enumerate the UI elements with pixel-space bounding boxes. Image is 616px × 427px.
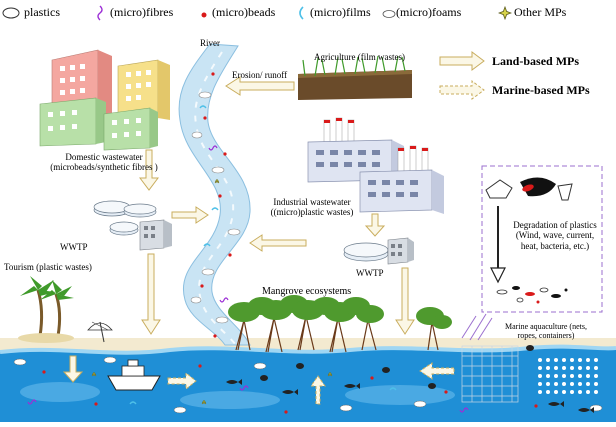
palm-tree-icon bbox=[18, 276, 74, 343]
label-industrial: Industrial wastewater ((micro)plastic wa… bbox=[252, 197, 372, 218]
wwtp-icon bbox=[93, 200, 172, 251]
mangrove-icon bbox=[228, 295, 452, 353]
legend-films: (micro)films bbox=[310, 5, 371, 19]
marine-arrows bbox=[167, 80, 485, 405]
water-patch bbox=[20, 382, 100, 402]
label-wwtp-left: WWTP bbox=[60, 242, 88, 252]
umbrella-icon bbox=[87, 321, 113, 343]
key-land-based: Land-based MPs bbox=[492, 54, 580, 68]
key-marine-based: Marine-based MPs bbox=[492, 83, 590, 97]
label-aquaculture-line2: ropes, containers) bbox=[517, 331, 575, 341]
label-industrial-line2: ((micro)plastic wastes) bbox=[270, 207, 354, 218]
sea bbox=[0, 346, 616, 422]
star-icon bbox=[498, 6, 512, 20]
degradation-items bbox=[485, 177, 573, 304]
legend-foams: (micro)foams bbox=[396, 5, 462, 19]
label-aquaculture-line1: Marine aquaculture (nets, bbox=[505, 322, 587, 331]
label-degradation-line3: heat, bacteria, etc.) bbox=[520, 240, 590, 251]
boat-icon bbox=[107, 359, 161, 391]
aquaculture-links bbox=[461, 313, 493, 341]
label-tourism: Tourism (plastic wastes) bbox=[4, 262, 92, 272]
label-wwtp-right: WWTP bbox=[356, 268, 384, 278]
fish-icon bbox=[226, 379, 594, 413]
legend-plastics: plastics bbox=[24, 5, 60, 19]
label-mangrove: Mangrove ecosystems bbox=[262, 286, 352, 297]
foam-icon bbox=[382, 10, 396, 18]
river bbox=[178, 43, 251, 346]
label-degradation-line2: (Wind, wave, current, bbox=[515, 230, 595, 241]
plastic-icon bbox=[2, 7, 20, 19]
buoy-grid bbox=[538, 358, 598, 394]
label-agriculture: Agriculture (film wastes) bbox=[314, 52, 405, 62]
label-degradation: Degradation of plastics (Wind, wave, cur… bbox=[508, 220, 602, 251]
sea-foam bbox=[0, 344, 616, 355]
label-industrial-line1: Industrial wastewater bbox=[273, 197, 351, 207]
wwtp-icon bbox=[343, 237, 414, 265]
river-current bbox=[194, 51, 237, 346]
water-patch bbox=[345, 385, 455, 405]
legend-beads: (micro)beads bbox=[212, 5, 276, 19]
bead-icon bbox=[201, 12, 207, 18]
water-patch bbox=[180, 391, 280, 409]
label-aquaculture: Marine aquaculture (nets, ropes, contain… bbox=[486, 322, 606, 340]
label-domestic-line2: (microbeads/synthetic fibres ) bbox=[50, 162, 158, 173]
label-domestic-line1: Domestic wastewater bbox=[65, 152, 143, 162]
factory-icon bbox=[307, 117, 444, 214]
sea-debris bbox=[13, 356, 603, 414]
label-degradation-line1: Degradation of plastics bbox=[513, 220, 597, 230]
label-erosion: Erosion/ runoff bbox=[232, 70, 288, 80]
fibre-icon bbox=[97, 5, 103, 21]
label-domestic: Domestic wastewater (microbeads/syntheti… bbox=[34, 152, 174, 173]
agriculture-field bbox=[298, 55, 412, 100]
net-icon bbox=[461, 345, 519, 403]
legend-fibres: (micro)fibres bbox=[110, 5, 174, 19]
film-icon bbox=[299, 6, 304, 20]
label-river: River bbox=[200, 38, 220, 48]
land-arrows bbox=[62, 51, 485, 383]
building-icon bbox=[39, 49, 170, 151]
river-debris bbox=[190, 72, 241, 338]
legend-other: Other MPs bbox=[514, 5, 567, 19]
crab-icon bbox=[260, 345, 534, 389]
